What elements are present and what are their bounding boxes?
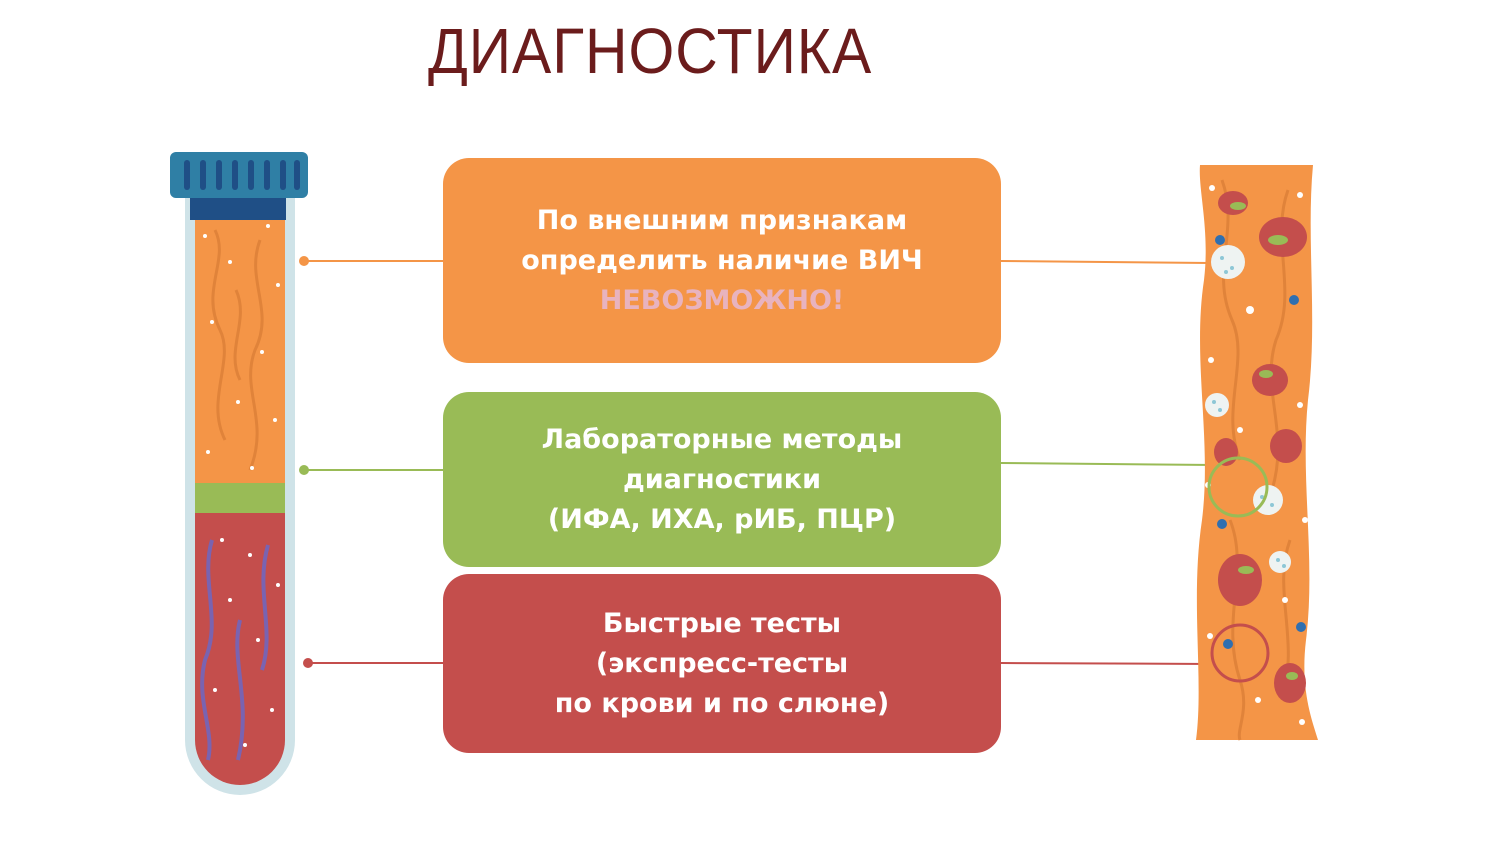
info-box-visual-signs: По внешним признакам определить наличие … — [443, 158, 1001, 363]
info-box-rapid-tests: Быстрые тесты (экспресс-тесты по крови и… — [443, 574, 1001, 753]
test-tube-icon — [170, 152, 308, 795]
box-text-line: определить наличие ВИЧ — [521, 244, 923, 276]
blood-vessel-icon — [1196, 165, 1318, 741]
box-text-line: по крови и по слюне) — [554, 687, 890, 719]
box-text-line: По внешним признакам — [536, 204, 908, 236]
box-text-line: (ИФА, ИХА, рИБ, ПЦР) — [547, 503, 897, 535]
box-highlight-text: НЕВОЗМОЖНО! — [599, 284, 845, 316]
box-text-line: диагностики — [622, 463, 822, 495]
page-title: ДИАГНОСТИКА — [428, 15, 873, 87]
connector-lines — [299, 256, 1216, 668]
box-text-line: (экспресс-тесты — [595, 647, 849, 679]
box-text-line: Лабораторные методы — [541, 423, 903, 455]
box-text-line: Быстрые тесты — [602, 607, 842, 639]
info-box-lab-methods: Лабораторные методы диагностики (ИФА, ИХ… — [443, 392, 1001, 567]
